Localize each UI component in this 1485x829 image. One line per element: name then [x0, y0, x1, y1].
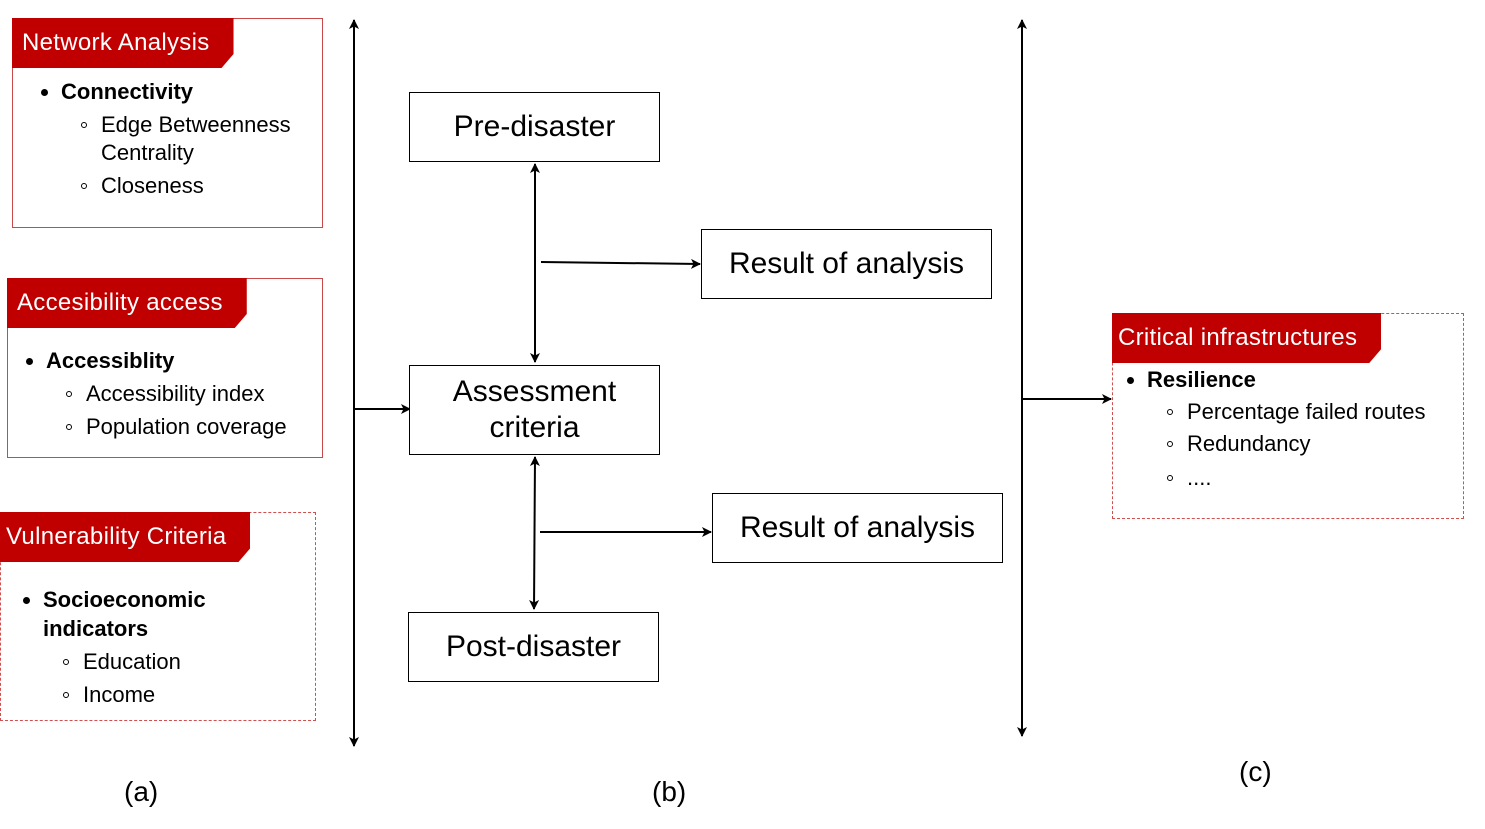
to-result-top-arrow [540, 258, 701, 269]
accessibility-tag: Accesibility access [7, 278, 247, 328]
pre-disaster-node: Pre-disaster [409, 92, 660, 162]
percentage-failed-routes-item: Percentage failed routes [1119, 398, 1464, 426]
post-disaster-node: Post-disaster [408, 612, 659, 682]
result-of-analysis-top-node: Result of analysis [701, 229, 992, 299]
accessibility-index-item: Accessibility index [18, 380, 323, 408]
critical-infrastructures-list: Resilience Percentage failed routes Redu… [1119, 365, 1464, 492]
education-item: Education [15, 648, 275, 676]
resilience-heading: Resilience [1119, 365, 1464, 394]
vulnerability-tag: Vulnerability Criteria [0, 512, 250, 562]
accessibility-box: Accesibility access Accessiblity Accessi… [7, 278, 323, 458]
vulnerability-box: Vulnerability Criteria Socioeconomic ind… [0, 512, 316, 721]
closeness-item: Closeness [33, 172, 323, 200]
accessibility-heading: Accessiblity [18, 346, 323, 375]
redundancy-item: Redundancy [1119, 430, 1464, 458]
critical-infrastructures-box: Critical infrastructures Resilience Perc… [1112, 313, 1464, 519]
population-coverage-item: Population coverage [18, 413, 323, 441]
panel-label-a: (a) [124, 776, 159, 807]
connectivity-heading: Connectivity [33, 77, 323, 106]
panel-label-b: (b) [652, 776, 687, 807]
panel-label-c: (c) [1239, 756, 1272, 787]
income-item: Income [15, 681, 275, 709]
accessibility-list: Accessiblity Accessibility index Populat… [18, 346, 323, 441]
assessment-post-arrow [529, 456, 540, 610]
network-analysis-box: Network Analysis Connectivity Edge Betwe… [12, 18, 323, 228]
edge-betweenness-item: Edge Betweenness Centrality [33, 111, 323, 167]
result-of-analysis-bottom-node: Result of analysis [712, 493, 1003, 563]
network-analysis-tag: Network Analysis [12, 18, 234, 68]
network-analysis-list: Connectivity Edge Betweenness Centrality… [33, 77, 323, 200]
socioeconomic-heading: Socioeconomic indicators [15, 585, 275, 643]
vulnerability-list: Socioeconomic indicators Education Incom… [15, 585, 275, 709]
critical-infrastructures-tag: Critical infrastructures [1112, 313, 1381, 363]
ellipsis-item: .... [1119, 464, 1464, 492]
assessment-criteria-node: Assessment criteria [409, 365, 660, 455]
